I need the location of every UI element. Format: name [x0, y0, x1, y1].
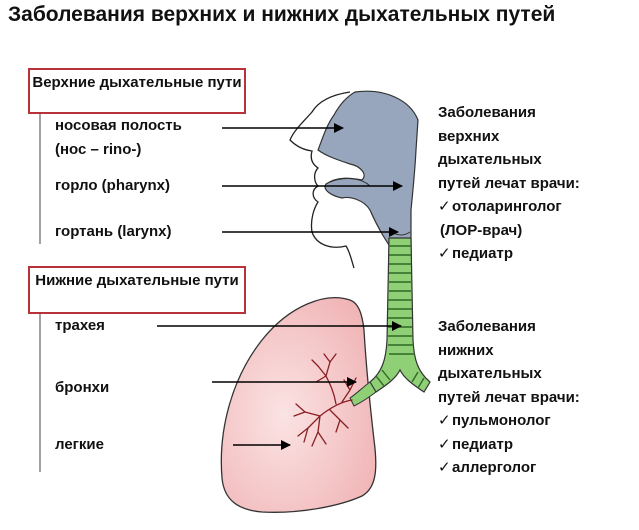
trachea: [369, 237, 431, 393]
page-title: Заболевания верхних и нижних дыхательных…: [8, 3, 556, 26]
upper-doctors-line: Заболевания: [438, 104, 536, 121]
upper-doctor-item: (ЛОР-врач): [440, 221, 523, 239]
lower-doctor-item: ✓аллерголог: [438, 456, 580, 480]
lower-doctor-item: ✓пульмонолог: [438, 409, 580, 433]
checkmark-icon: ✓: [438, 245, 451, 262]
label-trachea: трахея: [55, 317, 105, 334]
checkmark-icon: ✓: [438, 198, 451, 215]
lower-doctors-line: нижних: [438, 341, 494, 359]
upper-doctors-line: путей лечат врачи:: [438, 174, 580, 192]
upper-airways-box-label: Верхние дыхательные пути: [32, 74, 242, 91]
lower-doctors-line: путей лечат врачи:: [438, 388, 580, 406]
checkmark-icon: ✓: [438, 459, 451, 476]
upper-doctors-line: дыхательных: [438, 151, 542, 168]
upper-doctor-item: ✓педиатр: [438, 242, 580, 266]
lower-doctors-block: Заболевания нижних дыхательных путей леч…: [438, 315, 580, 480]
lower-airways-box: Нижние дыхательные пути: [28, 266, 246, 314]
label-nasal-cavity-latin: (нос – rino-): [55, 141, 142, 158]
label-nasal-cavity: носовая полость: [55, 117, 182, 134]
upper-airways-box: Верхние дыхательные пути: [28, 68, 246, 114]
bronchus: [349, 381, 377, 407]
checkmark-icon: ✓: [438, 412, 451, 429]
upper-doctors-block: Заболевания верхних дыхательных путей ле…: [438, 101, 580, 266]
label-bronchi: бронхи: [55, 379, 110, 396]
bronchial-tree: [293, 353, 357, 447]
lower-doctors-line: дыхательных: [438, 365, 542, 382]
upper-doctor-item: ✓отоларинголог: [438, 195, 580, 219]
label-lungs: легкие: [55, 436, 104, 453]
label-larynx: гортань (larynx): [55, 223, 172, 240]
lower-doctors-line: Заболевания: [438, 318, 536, 335]
checkmark-icon: ✓: [438, 435, 451, 453]
head-profile: [289, 91, 355, 269]
lower-airways-box-label: Нижние дыхательные пути: [35, 272, 239, 289]
pointer-arrows: [157, 123, 403, 450]
lung: [220, 297, 377, 513]
lower-doctor-item: ✓педиатр: [438, 433, 580, 457]
label-pharynx: горло (pharynx): [55, 177, 171, 194]
upper-airway: [317, 90, 419, 267]
upper-doctors-line: верхних: [438, 127, 500, 145]
